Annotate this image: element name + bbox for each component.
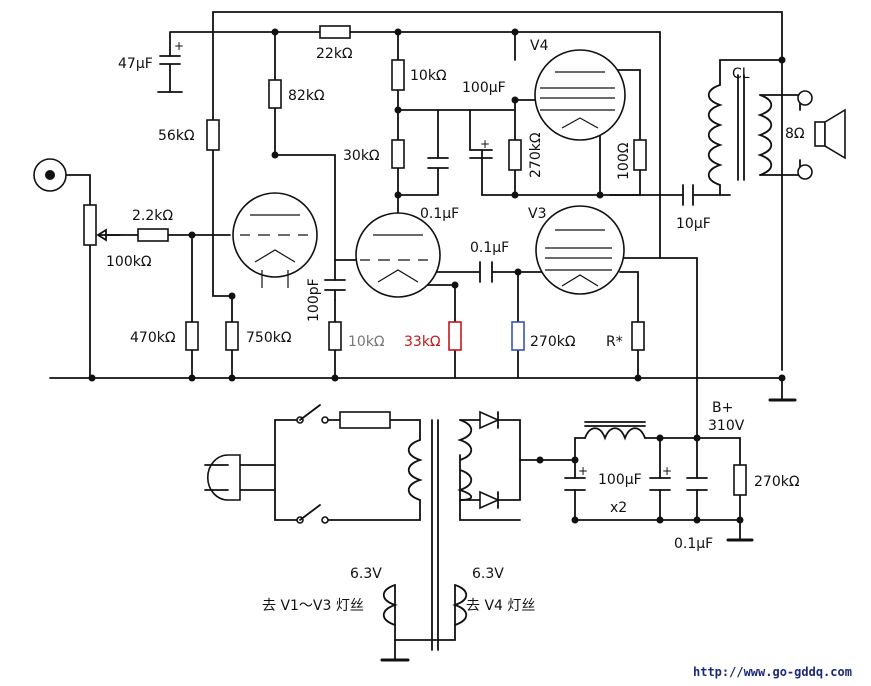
svg-text:+: + bbox=[578, 464, 588, 478]
tube-v1 bbox=[232, 192, 318, 288]
label-100-ohm: 100Ω bbox=[616, 142, 632, 180]
label-0-1uf-a: 0.1μF bbox=[420, 206, 459, 222]
resistor-10k-top bbox=[391, 59, 405, 91]
label-filament-v1-v3: 去 V1～V3 灯丝 bbox=[262, 598, 364, 614]
wiring bbox=[49, 11, 801, 661]
label-33k: 33kΩ bbox=[404, 334, 441, 350]
capacitor-10uf bbox=[682, 184, 694, 206]
label-470k: 470kΩ bbox=[130, 330, 176, 346]
label-22k: 22kΩ bbox=[316, 46, 353, 62]
label-6-3v-left: 6.3V bbox=[350, 566, 382, 582]
input-jack-icon[interactable] bbox=[33, 158, 67, 192]
power-transformer bbox=[382, 419, 473, 651]
source-url: http://www.go-gddq.com bbox=[693, 665, 852, 679]
rectifier-diodes bbox=[479, 410, 500, 510]
fuse bbox=[339, 411, 391, 429]
speaker-icon bbox=[797, 90, 846, 180]
resistor-33k bbox=[448, 321, 462, 351]
output-transformer-core bbox=[737, 74, 745, 181]
label-8-ohm: 8Ω bbox=[785, 126, 805, 142]
label-100uf-x2: 100μF bbox=[598, 472, 642, 488]
label-x2: x2 bbox=[610, 500, 627, 516]
resistor-82k bbox=[268, 79, 282, 109]
capacitor-100uf-x2-b: + bbox=[649, 464, 672, 491]
resistor-10k-bottom bbox=[328, 321, 342, 351]
capacitor-100uf-top: + bbox=[427, 137, 493, 169]
label-270k-mid: 270kΩ bbox=[528, 132, 544, 178]
label-47uf: 47μF bbox=[118, 56, 153, 72]
label-0-1uf-b: 0.1μF bbox=[470, 240, 509, 256]
label-v3: V3 bbox=[528, 206, 546, 222]
label-10k-top: 10kΩ bbox=[410, 68, 447, 84]
potentiometer-100k[interactable] bbox=[83, 204, 121, 246]
label-750k: 750kΩ bbox=[246, 330, 292, 346]
resistor-r-star bbox=[631, 321, 645, 351]
power-switch[interactable] bbox=[296, 404, 329, 524]
label-2-2k: 2.2kΩ bbox=[132, 208, 173, 224]
label-270k-ps: 270kΩ bbox=[754, 474, 800, 490]
resistor-270k-ps bbox=[733, 464, 747, 496]
components: + + bbox=[33, 25, 846, 662]
labels: 47μF 22kΩ 10kΩ V4 CL 82kΩ 100μF 8Ω 56kΩ … bbox=[106, 38, 852, 679]
resistor-750k bbox=[225, 321, 239, 351]
label-cl: CL bbox=[732, 66, 750, 82]
label-56k: 56kΩ bbox=[158, 128, 195, 144]
resistor-270k-bottom bbox=[511, 321, 525, 351]
junction-dots bbox=[88, 28, 786, 524]
capacitor-100uf-x2-a: + bbox=[564, 464, 588, 491]
resistor-470k bbox=[185, 321, 199, 351]
power-plug-icon[interactable] bbox=[204, 454, 241, 501]
label-10k-bottom: 10kΩ bbox=[348, 334, 385, 350]
resistor-22k bbox=[319, 25, 351, 39]
label-100uf-top: 100μF bbox=[462, 80, 506, 96]
svg-text:+: + bbox=[174, 39, 184, 53]
resistor-56k bbox=[206, 119, 220, 151]
resistor-30k bbox=[391, 139, 405, 169]
label-82k: 82kΩ bbox=[288, 88, 325, 104]
label-30k: 30kΩ bbox=[343, 148, 380, 164]
label-pot-100k: 100kΩ bbox=[106, 254, 152, 270]
tube-v4 bbox=[534, 49, 626, 141]
label-10uf: 10μF bbox=[676, 216, 711, 232]
label-100pf: 100pF bbox=[306, 278, 322, 322]
label-310v: 310V bbox=[708, 418, 745, 434]
tube-v3 bbox=[535, 205, 625, 295]
tube-v2 bbox=[355, 212, 441, 298]
resistor-2-2k bbox=[137, 228, 169, 242]
filter-choke bbox=[584, 421, 646, 441]
capacitor-0-1uf-ps bbox=[686, 477, 708, 491]
capacitor-100pf bbox=[324, 279, 346, 301]
resistor-100-ohm bbox=[633, 139, 647, 171]
label-6-3v-right: 6.3V bbox=[472, 566, 504, 582]
label-270k-bottom: 270kΩ bbox=[530, 334, 576, 350]
capacitor-47uf: + bbox=[157, 39, 184, 93]
label-0-1uf-ps: 0.1μF bbox=[674, 536, 713, 552]
label-filament-v4: 去 V4 灯丝 bbox=[466, 598, 535, 614]
label-v4: V4 bbox=[530, 38, 549, 54]
capacitor-0-1uf-coupling bbox=[479, 261, 493, 283]
label-r-star: R* bbox=[606, 334, 623, 350]
svg-text:+: + bbox=[662, 464, 672, 478]
label-b-plus: B+ bbox=[712, 400, 733, 416]
resistor-270k-mid bbox=[508, 139, 522, 171]
svg-text:+: + bbox=[480, 137, 490, 151]
